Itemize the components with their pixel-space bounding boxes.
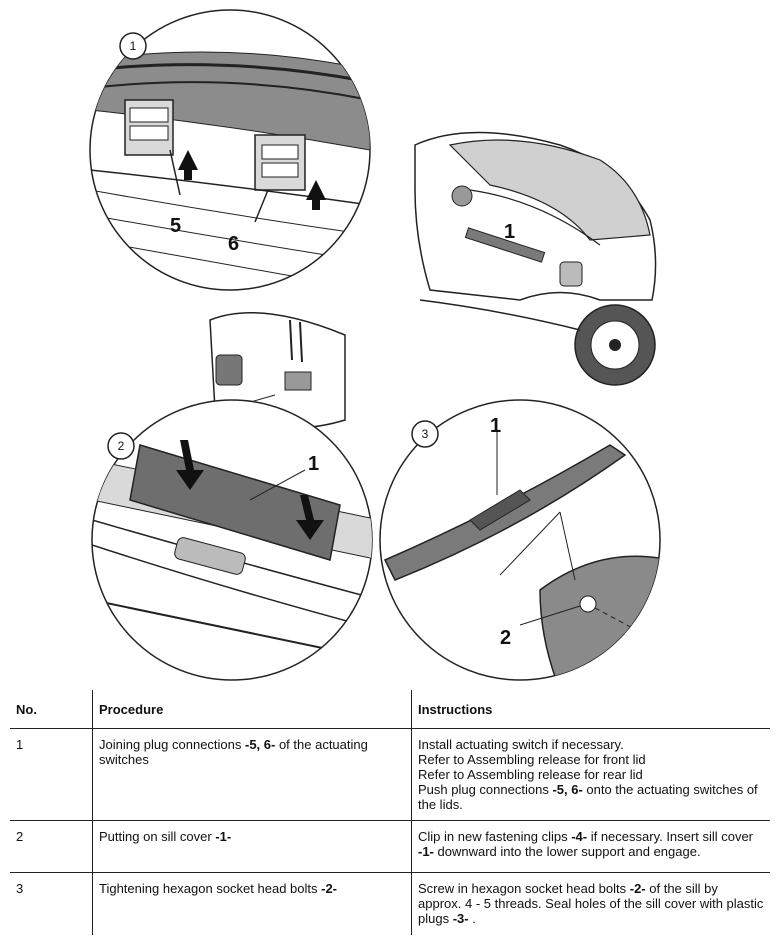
table-row: 3 Tightening hexagon socket head bolts -… xyxy=(10,872,770,935)
procedure-table: No. Procedure Instructions 1 Joining plu… xyxy=(10,690,770,935)
header-instructions: Instructions xyxy=(411,690,770,729)
table-row: 1 Joining plug connections -5, 6- of the… xyxy=(10,728,770,821)
callout-sill-detail: 1 xyxy=(490,415,501,437)
step-badge-3: 3 xyxy=(422,427,429,441)
assembly-illustration: 1 5 6 1 4 xyxy=(89,9,661,681)
callout-plug-6: 6 xyxy=(228,233,239,255)
callout-car-sill: 1 xyxy=(504,221,515,243)
row-procedure: Tightening hexagon socket head bolts -2- xyxy=(92,872,412,935)
step-badge-2: 2 xyxy=(118,439,125,453)
callout-sill-cover: 1 xyxy=(308,453,319,475)
step-badge-1: 1 xyxy=(130,39,137,53)
row-instructions: Clip in new fastening clips -4- if neces… xyxy=(411,820,770,873)
callout-bolt: 2 xyxy=(500,627,511,649)
header-no: No. xyxy=(10,690,93,729)
table-row: 2 Putting on sill cover -1- Clip in new … xyxy=(10,820,770,873)
header-procedure: Procedure xyxy=(92,690,412,729)
clip-detail-inset: 4 xyxy=(209,312,346,429)
row-number: 2 xyxy=(10,820,93,873)
row-instructions: Install actuating switch if necessary. R… xyxy=(411,728,770,821)
row-procedure: Joining plug connections -5, 6- of the a… xyxy=(92,728,412,821)
table-header-row: No. Procedure Instructions xyxy=(10,690,770,729)
detail-plug-connections: 1 5 6 xyxy=(89,9,371,291)
callout-plug-5: 5 xyxy=(170,215,181,237)
row-number: 3 xyxy=(16,881,24,896)
detail-sill-cover: 2 1 xyxy=(91,399,373,681)
detail-sill-bolts: 3 1 2 xyxy=(379,399,661,681)
row-number: 1 xyxy=(10,728,93,821)
row-instructions: Screw in hexagon socket head bolts -2- o… xyxy=(411,872,770,935)
row-procedure: Putting on sill cover -1- xyxy=(92,820,412,873)
car-overview: 1 xyxy=(414,131,657,386)
